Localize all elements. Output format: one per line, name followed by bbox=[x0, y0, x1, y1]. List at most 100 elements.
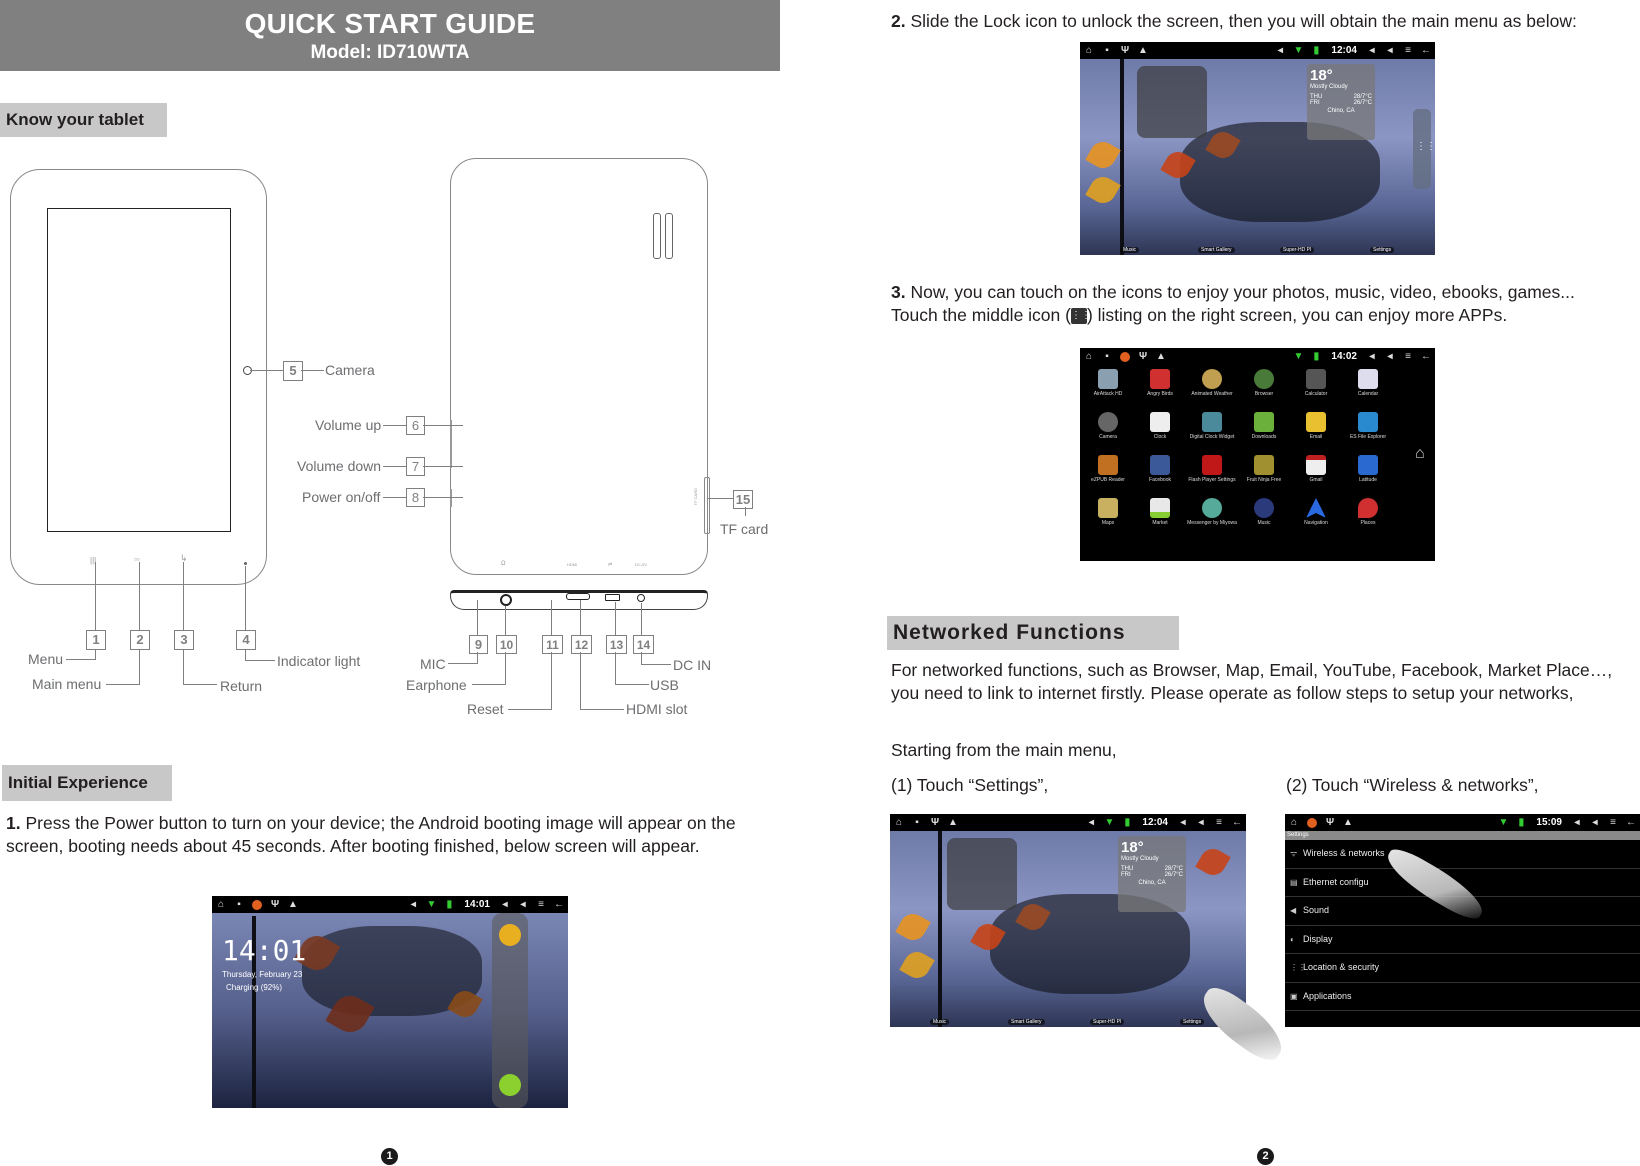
home-icon: ⌂ bbox=[217, 898, 225, 910]
callout-9: 9 bbox=[469, 635, 488, 654]
callout-2: 2 bbox=[130, 630, 150, 650]
wifi-icon: ▼ bbox=[426, 898, 437, 910]
callout-3: 3 bbox=[174, 630, 194, 650]
usb-icon: Ψ bbox=[930, 816, 940, 828]
label-main-menu: Main menu bbox=[32, 676, 102, 692]
android-icon: ▲ bbox=[1343, 816, 1353, 828]
callout-11: 11 bbox=[542, 635, 563, 654]
grid-icon: ⋮⋮ bbox=[1290, 963, 1306, 972]
dock-settings[interactable]: Settings bbox=[1370, 247, 1395, 253]
label-indicator-light: Indicator light bbox=[277, 653, 361, 669]
dock-super-hd-player[interactable]: Super-HD Pl bbox=[1090, 1019, 1125, 1025]
model-number: Model: ID710WTA bbox=[310, 42, 470, 63]
step3-paragraph: 3. Now, you can touch on the icons to en… bbox=[891, 281, 1636, 327]
app-item[interactable]: Clock bbox=[1134, 410, 1186, 453]
volume-up-icon: ◂ bbox=[1592, 816, 1598, 828]
wifi-icon: ▼ bbox=[1104, 816, 1115, 828]
dock-smart-gallery[interactable]: Smart Gallery bbox=[1198, 247, 1235, 253]
app-item[interactable]: Downloads bbox=[1238, 410, 1290, 453]
dock-music[interactable]: Music bbox=[1120, 247, 1140, 253]
weather-temp: 18° bbox=[1121, 839, 1144, 856]
app-drawer-screenshot: ⌂ ▪ Ψ ▲ ▼ ▮ 14:02 ◂ ◂ ≡ ← AirAttack HD A… bbox=[1080, 348, 1435, 561]
step3-line1: Now, you can touch on the icons to enjoy… bbox=[905, 282, 1575, 302]
setting-location-security[interactable]: ⋮⋮Location & security bbox=[1285, 954, 1640, 983]
app-drawer-icon[interactable]: ⋮⋮ bbox=[1416, 141, 1435, 152]
power-button bbox=[450, 489, 452, 507]
app-item[interactable]: Fruit Ninja Free bbox=[1238, 453, 1290, 496]
volume-down-icon: ◂ bbox=[1369, 350, 1375, 362]
app-item[interactable]: Calendar bbox=[1342, 367, 1394, 410]
forecast-temp: 28/7°C bbox=[1164, 866, 1183, 872]
lock-charging: Charging (92%) bbox=[226, 983, 283, 992]
status-time: 15:09 bbox=[1536, 817, 1562, 828]
back-icon: ← bbox=[1421, 44, 1431, 56]
step1-number: 1. bbox=[6, 813, 21, 833]
setting-display[interactable]: ◐Display bbox=[1285, 926, 1640, 954]
status-bar: ⌂ ▪ Ψ ▲ ▼ ▮ 14:02 ◂ ◂ ≡ ← bbox=[1080, 348, 1435, 365]
app-item[interactable]: Camera bbox=[1082, 410, 1134, 453]
vibrate-toggle-icon[interactable] bbox=[499, 924, 521, 946]
step3-line2b: ) listing on the right screen, you can e… bbox=[1086, 305, 1508, 325]
home-shortcut-icon[interactable]: ⌂ bbox=[1415, 445, 1425, 462]
home-icon: ⌂ bbox=[1290, 816, 1298, 828]
app-item[interactable]: Angry Birds bbox=[1134, 367, 1186, 410]
app-item[interactable]: Navigation bbox=[1290, 496, 1342, 539]
app-item[interactable]: Market bbox=[1134, 496, 1186, 539]
app-item[interactable]: Browser bbox=[1238, 367, 1290, 410]
app-item[interactable]: ES File Explorer bbox=[1342, 410, 1394, 453]
dock-music[interactable]: Music bbox=[930, 1019, 950, 1025]
android-icon: ▲ bbox=[288, 898, 298, 910]
back-icon: ← bbox=[1232, 816, 1242, 828]
notification-icon bbox=[1307, 817, 1317, 828]
app-item[interactable]: Places bbox=[1342, 496, 1394, 539]
app-item[interactable]: Music bbox=[1238, 496, 1290, 539]
dock-smart-gallery[interactable]: Smart Gallery bbox=[1008, 1019, 1045, 1025]
dock-settings[interactable]: Settings bbox=[1180, 1019, 1205, 1025]
label-camera: Camera bbox=[325, 362, 375, 378]
app-item[interactable]: Maps bbox=[1082, 496, 1134, 539]
section-initial-experience: Initial Experience bbox=[2, 765, 172, 801]
weather-location: Chino, CA bbox=[1138, 880, 1166, 886]
settings-title: Settings bbox=[1285, 831, 1640, 840]
status-bar: ⌂ ▪ Ψ ▲ ◂ ▼ ▮ 14:01 ◂ ◂ ≡ ← bbox=[212, 896, 568, 913]
app-item[interactable]: eZPUB Reader bbox=[1082, 453, 1134, 496]
forecast-day: THU bbox=[1310, 94, 1323, 100]
app-item[interactable]: Calculator bbox=[1290, 367, 1342, 410]
page-number-2: 2 bbox=[1257, 1148, 1274, 1165]
app-item[interactable]: Flash Player Settings bbox=[1186, 453, 1238, 496]
app-item[interactable]: Gmail bbox=[1290, 453, 1342, 496]
volume-up-icon: ◂ bbox=[1387, 350, 1393, 362]
hdmi-port-icon bbox=[566, 593, 590, 600]
app-item[interactable]: AirAttack HD bbox=[1082, 367, 1134, 410]
home-icon: ⌂ bbox=[895, 816, 903, 828]
analog-clock-widget[interactable] bbox=[1137, 66, 1207, 138]
app-item[interactable]: Email bbox=[1290, 410, 1342, 453]
weather-location: Chino, CA bbox=[1327, 108, 1355, 114]
app-item[interactable]: Facebook bbox=[1134, 453, 1186, 496]
forecast-day: FRI bbox=[1310, 100, 1320, 106]
app-item[interactable]: Latitude bbox=[1342, 453, 1394, 496]
tablet-back-outline bbox=[450, 158, 708, 575]
battery-icon: ▮ bbox=[1313, 44, 1320, 56]
label-menu: Menu bbox=[28, 651, 64, 667]
battery-icon: ▮ bbox=[1124, 816, 1131, 828]
analog-clock-widget[interactable] bbox=[947, 838, 1017, 910]
forecast-day: FRI bbox=[1121, 872, 1131, 878]
app-item[interactable]: Digital Clock Widget bbox=[1186, 410, 1238, 453]
app-item[interactable]: Messenger by Miyowa bbox=[1186, 496, 1238, 539]
app-item[interactable]: Animated Weather bbox=[1186, 367, 1238, 410]
setting-sound[interactable]: ◀Sound bbox=[1285, 897, 1640, 926]
unlock-icon[interactable] bbox=[499, 1074, 521, 1096]
setting-applications[interactable]: ▣Applications bbox=[1285, 983, 1640, 1011]
launcher-sidebar[interactable] bbox=[1413, 109, 1431, 189]
guide-title: QUICK START GUIDE bbox=[244, 8, 536, 39]
battery-icon: ▮ bbox=[446, 898, 453, 910]
status-bar: ⌂ Ψ ▲ ▼ ▮ 15:09 ◂ ◂ ≡ ← bbox=[1285, 814, 1640, 831]
hdmi-port-label: HDMI bbox=[567, 562, 578, 567]
wifi-icon: ▼ bbox=[1293, 350, 1304, 362]
dock-super-hd-player[interactable]: Super-HD Pl bbox=[1280, 247, 1315, 253]
